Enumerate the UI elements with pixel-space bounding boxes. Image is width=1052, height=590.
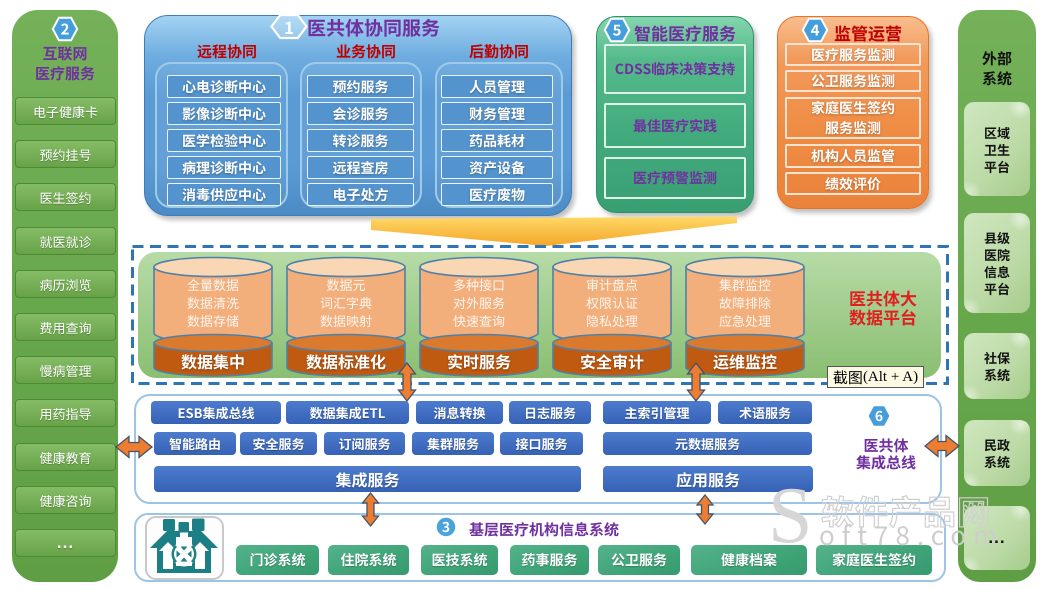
- svg-text:4: 4: [811, 20, 820, 41]
- svg-text:2: 2: [61, 19, 70, 40]
- svg-text:1: 1: [284, 14, 294, 39]
- svg-text:3: 3: [442, 517, 450, 537]
- svg-text:5: 5: [613, 20, 622, 41]
- svg-text:6: 6: [875, 406, 883, 426]
